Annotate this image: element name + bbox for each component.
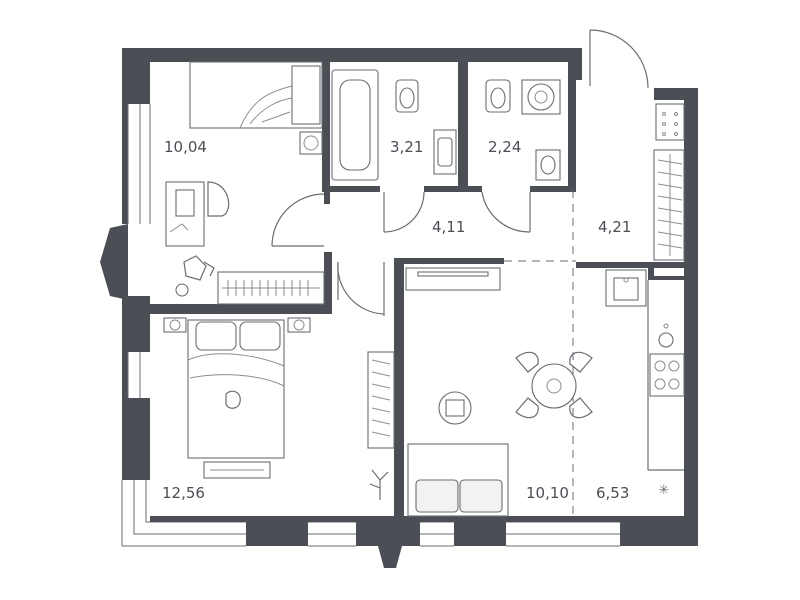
- interior-walls: [150, 62, 684, 522]
- bathroom-fixtures: [331, 69, 457, 181]
- exterior-walls: [100, 48, 698, 568]
- wc-fixtures: [485, 79, 561, 181]
- bedroom-2-furniture: [163, 317, 395, 500]
- hallway-furniture: [653, 103, 685, 261]
- area-hallway: 4,21: [598, 218, 631, 236]
- area-living-room: 10,10: [526, 484, 569, 502]
- area-bedroom-1: 10,04: [164, 138, 207, 156]
- area-wc: 2,24: [488, 138, 521, 156]
- bedroom-1-furniture: [165, 61, 325, 305]
- living-room-furniture: [405, 267, 593, 517]
- doors: [271, 29, 649, 316]
- area-bedroom-2: 12,56: [162, 484, 205, 502]
- area-kitchen: 6,53: [596, 484, 629, 502]
- area-bathroom: 3,21: [390, 138, 423, 156]
- asterisk-icon: ✳: [659, 483, 670, 498]
- area-labels: 10,04 3,21 2,24 4,11 4,21 12,56 10,10 6,…: [162, 138, 631, 502]
- area-corridor: 4,11: [432, 218, 465, 236]
- windows: [121, 104, 620, 547]
- zone-separators: [504, 190, 576, 516]
- kitchen-furniture: [605, 269, 685, 471]
